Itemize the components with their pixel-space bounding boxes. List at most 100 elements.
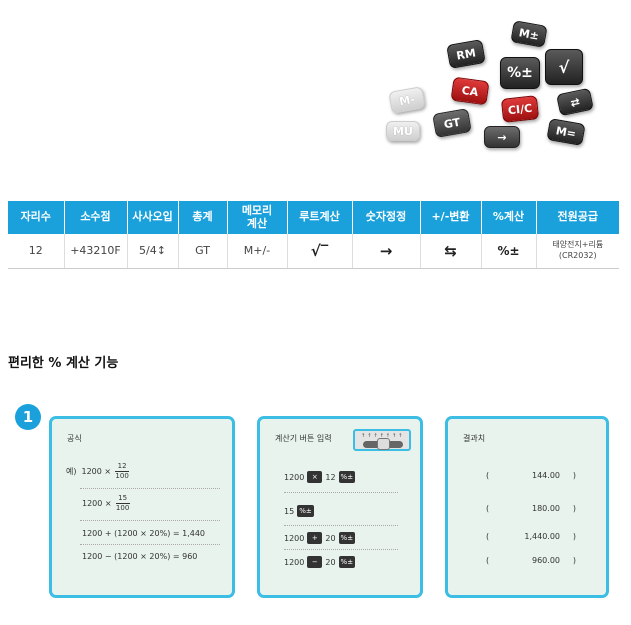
header-digits: 자리수 bbox=[8, 201, 65, 234]
sqrt-icon: √‾ bbox=[310, 241, 329, 260]
formula-panel-title: 공식 bbox=[67, 434, 82, 443]
close-paren: ) bbox=[572, 532, 576, 541]
spec-header-row: 자리수 소수점 사사오입 총계 메모리 계산 루트계산 숫자정정 +/-변환 %… bbox=[8, 201, 619, 234]
switch-ticks: ↑↑↑↑↑↑↑ bbox=[361, 433, 405, 439]
input-row-4: 1200 − 20 %± bbox=[284, 556, 356, 568]
formula-panel: 공식 예) 1200 × 12 100 1200 × 15 100 1200 +… bbox=[49, 416, 235, 598]
result-value: 1,440.00 bbox=[524, 532, 560, 541]
close-paren: ) bbox=[572, 504, 576, 513]
calculator-keys-image: M± RM %± √ M- CA CI/C ⇄ MU GT → M= bbox=[380, 15, 620, 165]
key-m-equals: M= bbox=[546, 118, 586, 146]
arrow-right-icon: → bbox=[379, 241, 393, 260]
result-value: 144.00 bbox=[532, 471, 560, 480]
divider bbox=[80, 544, 220, 545]
percent-key-icon: %± bbox=[338, 532, 356, 544]
key-percent: %± bbox=[500, 57, 540, 89]
input-row-1: 1200 × 12 %± bbox=[284, 471, 356, 483]
input-number: 20 bbox=[325, 557, 336, 567]
open-paren: ( bbox=[486, 504, 490, 513]
key-ca: CA bbox=[450, 76, 490, 106]
example-prefix: 예) bbox=[66, 467, 77, 476]
spec-value-row: 12 +43210F 5/4↕ GT M+/- √‾ → ⇆ %± 태양전지+리… bbox=[8, 234, 619, 269]
formula-row-2: 1200 × 15 100 bbox=[82, 495, 130, 512]
key-mu: MU bbox=[386, 121, 420, 141]
spec-table: 자리수 소수점 사사오입 총계 메모리 계산 루트계산 숫자정정 +/-변환 %… bbox=[8, 201, 619, 269]
multiply-key-icon: × bbox=[307, 471, 323, 483]
value-digits: 12 bbox=[8, 234, 65, 269]
close-paren: ) bbox=[572, 556, 576, 565]
key-gt: GT bbox=[432, 108, 472, 138]
divider bbox=[80, 488, 220, 489]
result-panel-title: 결과치 bbox=[463, 434, 486, 443]
header-grand-total: 총계 bbox=[178, 201, 228, 234]
minus-key-icon: − bbox=[307, 556, 323, 568]
divider bbox=[80, 520, 220, 521]
input-number: 20 bbox=[325, 533, 336, 543]
open-paren: ( bbox=[486, 471, 490, 480]
fraction-numerator: 15 bbox=[118, 494, 128, 502]
value-correction: → bbox=[352, 234, 421, 269]
value-root: √‾ bbox=[287, 234, 353, 269]
header-sign: +/-변환 bbox=[420, 201, 482, 234]
fraction-12-100: 12 100 bbox=[115, 462, 130, 480]
fraction-denominator: 100 bbox=[115, 472, 129, 480]
section-title: 편리한 % 계산 기능 bbox=[8, 356, 119, 371]
formula-row-2-left: 1200 × bbox=[82, 499, 112, 508]
key-ci-c: CI/C bbox=[500, 95, 540, 123]
formula-row-4: 1200 − (1200 × 20%) = 960 bbox=[82, 552, 198, 561]
result-value: 960.00 bbox=[532, 556, 560, 565]
formula-row-1-left: 1200 × bbox=[81, 467, 112, 476]
switch-knob bbox=[377, 438, 390, 450]
key-rm: RM bbox=[446, 39, 486, 69]
key-sqrt: √ bbox=[545, 49, 583, 85]
close-paren: ) bbox=[572, 471, 576, 480]
open-paren: ( bbox=[486, 556, 490, 565]
value-power: 태양전지+리튬 (CR2032) bbox=[536, 234, 619, 269]
fraction-denominator: 100 bbox=[115, 504, 130, 512]
open-paren: ( bbox=[486, 532, 490, 541]
header-rounding: 사사오입 bbox=[127, 201, 179, 234]
result-panel: 결과치 ( 144.00 ) ( 180.00 ) ( 1,440.00 ) (… bbox=[445, 416, 609, 598]
button-input-panel-title: 계산기 버튼 입력 bbox=[275, 434, 332, 443]
formula-row-1: 예) 1200 × 12 100 bbox=[66, 462, 130, 480]
formula-row-3: 1200 + (1200 × 20%) = 1,440 bbox=[82, 529, 206, 538]
value-percent: %± bbox=[481, 234, 537, 269]
result-value: 180.00 bbox=[532, 504, 560, 513]
input-number: 12 bbox=[325, 472, 336, 482]
value-sign: ⇆ bbox=[420, 234, 482, 269]
fraction-numerator: 12 bbox=[117, 462, 127, 470]
input-number: 1200 bbox=[284, 472, 305, 482]
input-number: 1200 bbox=[284, 557, 305, 567]
header-memory: 메모리 계산 bbox=[227, 201, 288, 234]
header-root: 루트계산 bbox=[287, 201, 353, 234]
header-power: 전원공급 bbox=[536, 201, 619, 234]
divider bbox=[284, 492, 398, 493]
header-correction: 숫자정정 bbox=[352, 201, 421, 234]
key-arrow: → bbox=[484, 126, 520, 148]
percent-key-icon: %± bbox=[338, 556, 356, 568]
input-row-2: 15 %± bbox=[284, 505, 314, 517]
value-memory: M+/- bbox=[227, 234, 288, 269]
input-number: 1200 bbox=[284, 533, 305, 543]
percent-key-icon: %± bbox=[338, 471, 356, 483]
divider bbox=[284, 525, 398, 526]
header-decimal: 소수점 bbox=[64, 201, 128, 234]
header-percent: %계산 bbox=[481, 201, 537, 234]
plus-key-icon: + bbox=[307, 532, 323, 544]
divider bbox=[284, 549, 398, 550]
key-m-minus: M- bbox=[388, 86, 426, 114]
value-grand-total: GT bbox=[178, 234, 228, 269]
rounding-switch-image: ↑↑↑↑↑↑↑ bbox=[353, 429, 411, 451]
key-m-plus-minus: M± bbox=[510, 20, 548, 48]
fraction-15-100: 15 100 bbox=[115, 494, 130, 512]
value-decimal: +43210F bbox=[64, 234, 128, 269]
input-number: 15 bbox=[284, 506, 295, 516]
value-rounding: 5/4↕ bbox=[127, 234, 179, 269]
sign-change-icon: ⇆ bbox=[444, 241, 457, 260]
input-row-3: 1200 + 20 %± bbox=[284, 532, 356, 544]
percent-icon: %± bbox=[497, 243, 520, 258]
button-input-panel: 계산기 버튼 입력 ↑↑↑↑↑↑↑ 1200 × 12 %± 15 %± 120… bbox=[257, 416, 423, 598]
key-sign-change: ⇄ bbox=[556, 87, 594, 117]
percent-key-icon: %± bbox=[297, 505, 314, 517]
step-number-badge: 1 bbox=[15, 404, 41, 430]
